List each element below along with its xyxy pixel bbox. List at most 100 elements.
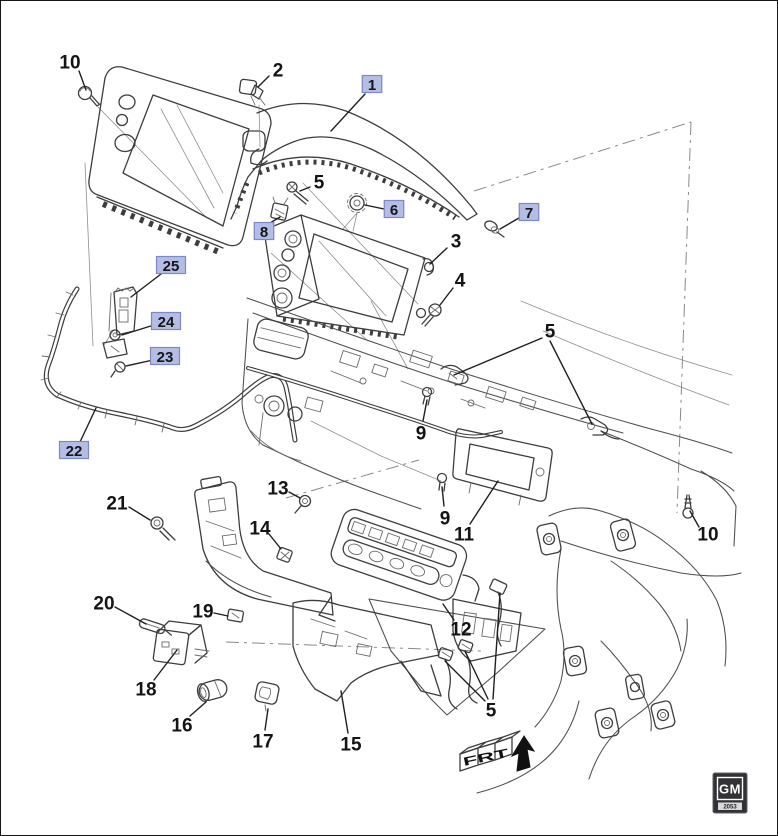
callout-10: 10 [59,53,80,74]
leader-line-7 [499,217,520,230]
callout-3: 3 [451,232,462,253]
bracket-15 [292,599,442,702]
callout-highlight-box-23[interactable] [149,346,181,366]
callout-1[interactable]: 1 [368,77,376,94]
leader-line-19 [213,612,229,617]
frt-arrow-icon [510,735,536,772]
leader-line-11 [469,480,499,525]
callout-5: 5 [314,173,325,194]
leader-line-5 [299,186,311,192]
frt-indicator: FRT [459,730,536,772]
leader-line-12 [442,603,455,621]
leader-line-1 [330,93,366,132]
callout-8[interactable]: 8 [260,224,268,241]
knee-bracket [194,475,334,616]
leader-line-9 [422,399,428,422]
callout-highlight-box-22[interactable] [58,440,90,460]
leader-line-6 [364,204,385,210]
leader-line-5 [453,337,543,376]
clip-19 [226,608,245,623]
gm-badge-text: GM [719,782,741,797]
nut-6 [347,193,367,213]
radio-unit-3 [263,214,435,340]
wire-clips-5c [437,578,508,710]
screw-13 [294,494,312,514]
callout-24[interactable]: 24 [158,314,175,331]
screw-23 [110,361,126,378]
leader-line-18 [153,649,178,681]
leader-line-10 [78,70,87,91]
leader-line-21 [128,506,151,521]
leader-line-14 [268,533,282,550]
callout-16: 16 [171,716,192,737]
callout-19: 19 [192,602,213,623]
bracket-25 [103,286,138,346]
callout-7[interactable]: 7 [525,205,533,222]
wire-clip-5a [286,181,309,205]
body-structure [476,507,727,794]
leader-line-2 [257,75,270,88]
leader-line-15 [340,690,349,734]
leader-line-17 [264,708,269,731]
callout-9: 9 [440,509,451,530]
callout-15: 15 [340,735,362,756]
gm-badge: GM 2053 [712,772,748,814]
leader-line-9 [441,486,445,507]
leader-line-24 [121,324,155,336]
callout-2: 2 [273,61,284,82]
callout-highlight-box-6[interactable] [383,199,405,219]
callout-5: 5 [486,701,497,722]
callout-17: 17 [252,732,273,753]
clip-14 [276,546,293,563]
reference-lines [84,106,733,652]
callout-highlight-box-1[interactable] [361,74,383,94]
frt-letter-f: FRT [462,745,511,769]
callout-6[interactable]: 6 [390,202,398,219]
callout-21: 21 [106,494,128,515]
screw-21 [150,516,176,541]
leader-line-5 [492,592,501,700]
leader-line-25 [130,273,162,298]
callout-11: 11 [454,525,475,546]
leader-line-13 [288,491,301,499]
callout-9: 9 [416,424,427,445]
callout-22[interactable]: 22 [66,443,83,460]
callout-25[interactable]: 25 [163,258,180,275]
callout-highlight-box-7[interactable] [518,202,540,222]
callout-highlight-box-24[interactable] [150,311,182,331]
grommet-17 [254,681,280,712]
leader-line-3 [429,247,448,265]
console-panel [368,598,546,716]
screw-10-left [77,85,101,107]
display-screen-assembly [88,66,272,255]
callout-13: 13 [267,479,288,500]
screw-4 [421,303,442,327]
callout-23[interactable]: 23 [157,349,174,366]
dashboard-carrier [241,297,742,577]
control-panel-12 [318,508,480,622]
callout-12: 12 [450,620,471,641]
callout-18: 18 [135,680,156,701]
push-pin-7 [484,220,505,238]
callout-14: 14 [249,519,271,540]
leader-line-23 [125,359,154,367]
callout-highlight-box-8[interactable] [253,221,275,241]
leader-line-20 [114,606,147,625]
leader-line-22 [79,407,97,443]
callout-highlight-box-25[interactable] [155,255,187,275]
leader-line-5 [444,660,486,702]
leader-line-10 [689,510,700,528]
leader-line-5 [549,340,593,425]
trim-bezel-1 [230,102,478,221]
screw-10-right [682,494,694,519]
wire-clip-5b [440,364,620,440]
switch-18 [152,620,210,666]
display-11 [452,428,553,506]
callout-10: 10 [697,525,718,546]
callout-20: 20 [93,594,114,615]
callout-5: 5 [545,322,556,343]
bolt-24 [102,329,128,359]
leader-line-4 [439,287,454,306]
